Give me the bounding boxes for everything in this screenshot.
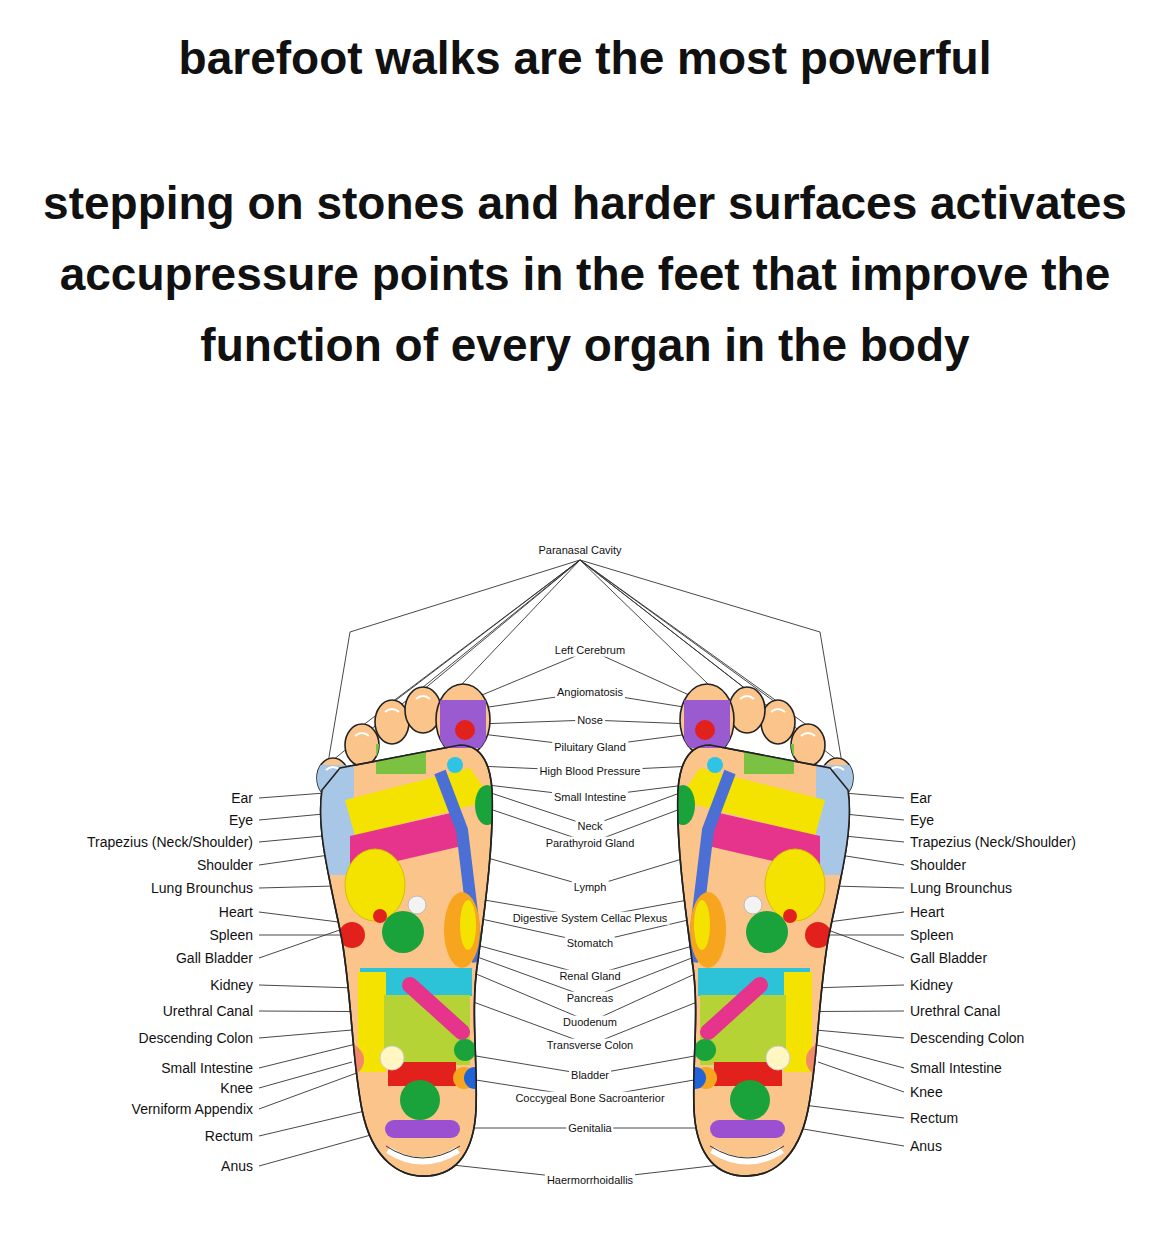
organ-label: Digestive System Cellac Plexus xyxy=(511,912,670,925)
organ-label: Haermorrhoidallis xyxy=(545,1174,635,1187)
organ-label: Gall Bladder xyxy=(174,950,255,966)
paranasal-leaders xyxy=(326,560,844,775)
organ-label: Neck xyxy=(575,820,604,833)
organ-label: Anus xyxy=(219,1158,255,1174)
organ-label: Spleen xyxy=(207,927,255,943)
organ-label: Small Intestine xyxy=(552,791,628,804)
organ-label: Ear xyxy=(908,790,934,806)
organ-label: Kidney xyxy=(208,977,255,993)
organ-label: Spleen xyxy=(908,927,956,943)
heading: barefoot walks are the most powerful xyxy=(35,30,1135,86)
organ-label: Ear xyxy=(229,790,255,806)
organ-label: Lung Brounchus xyxy=(908,880,1014,896)
organ-label: Coccygeal Bone Sacroanterior xyxy=(513,1092,666,1105)
organ-label: Anus xyxy=(908,1138,944,1154)
subheading: stepping on stones and harder surfaces a… xyxy=(35,168,1135,381)
right-foot xyxy=(671,684,858,1176)
organ-label: Pancreas xyxy=(565,992,615,1005)
organ-label: Transverse Colon xyxy=(545,1039,635,1052)
organ-label: Descending Colon xyxy=(137,1030,255,1046)
organ-label: Heart xyxy=(908,904,946,920)
organ-label: Lung Brounchus xyxy=(149,880,255,896)
organ-label: Trapezius (Neck/Shoulder) xyxy=(908,834,1078,850)
organ-label: Genitalia xyxy=(566,1122,613,1135)
organ-label: Small Intestine xyxy=(159,1060,255,1076)
left-foot xyxy=(312,684,499,1176)
organ-label: Urethral Canal xyxy=(161,1003,255,1019)
organ-label: Eye xyxy=(227,812,255,828)
organ-label: Kidney xyxy=(908,977,955,993)
organ-label: Verniform Appendix xyxy=(130,1101,255,1117)
organ-label: Rectum xyxy=(203,1128,255,1144)
organ-label: Shoulder xyxy=(195,857,255,873)
organ-label: Renal Gland xyxy=(557,970,622,983)
leader-lines xyxy=(259,560,904,1180)
organ-label: Knee xyxy=(218,1080,255,1096)
organ-label: Lymph xyxy=(572,881,609,894)
organ-label: Small Intestine xyxy=(908,1060,1004,1076)
organ-label: Knee xyxy=(908,1084,945,1100)
organ-label: High Blood Pressure xyxy=(538,765,643,778)
organ-label: Left Cerebrum xyxy=(553,644,627,657)
organ-label: Bladder xyxy=(569,1069,611,1082)
organ-label: Shoulder xyxy=(908,857,968,873)
organ-label: Duodenum xyxy=(561,1016,619,1029)
organ-label: Gall Bladder xyxy=(908,950,989,966)
organ-label: Paranasal Cavity xyxy=(536,544,623,557)
organ-label: Eye xyxy=(908,812,936,828)
organ-label: Piluitary Gland xyxy=(552,741,628,754)
organ-label: Urethral Canal xyxy=(908,1003,1002,1019)
organ-label: Rectum xyxy=(908,1110,960,1126)
organ-label: Stomatch xyxy=(565,937,615,950)
organ-label: Angiomatosis xyxy=(555,686,625,699)
organ-label: Parathyroid Gland xyxy=(544,837,637,850)
organ-label: Trapezius (Neck/Shoulder) xyxy=(85,834,255,850)
organ-label: Descending Colon xyxy=(908,1030,1026,1046)
organ-label: Heart xyxy=(217,904,255,920)
organ-label: Nose xyxy=(575,714,605,727)
